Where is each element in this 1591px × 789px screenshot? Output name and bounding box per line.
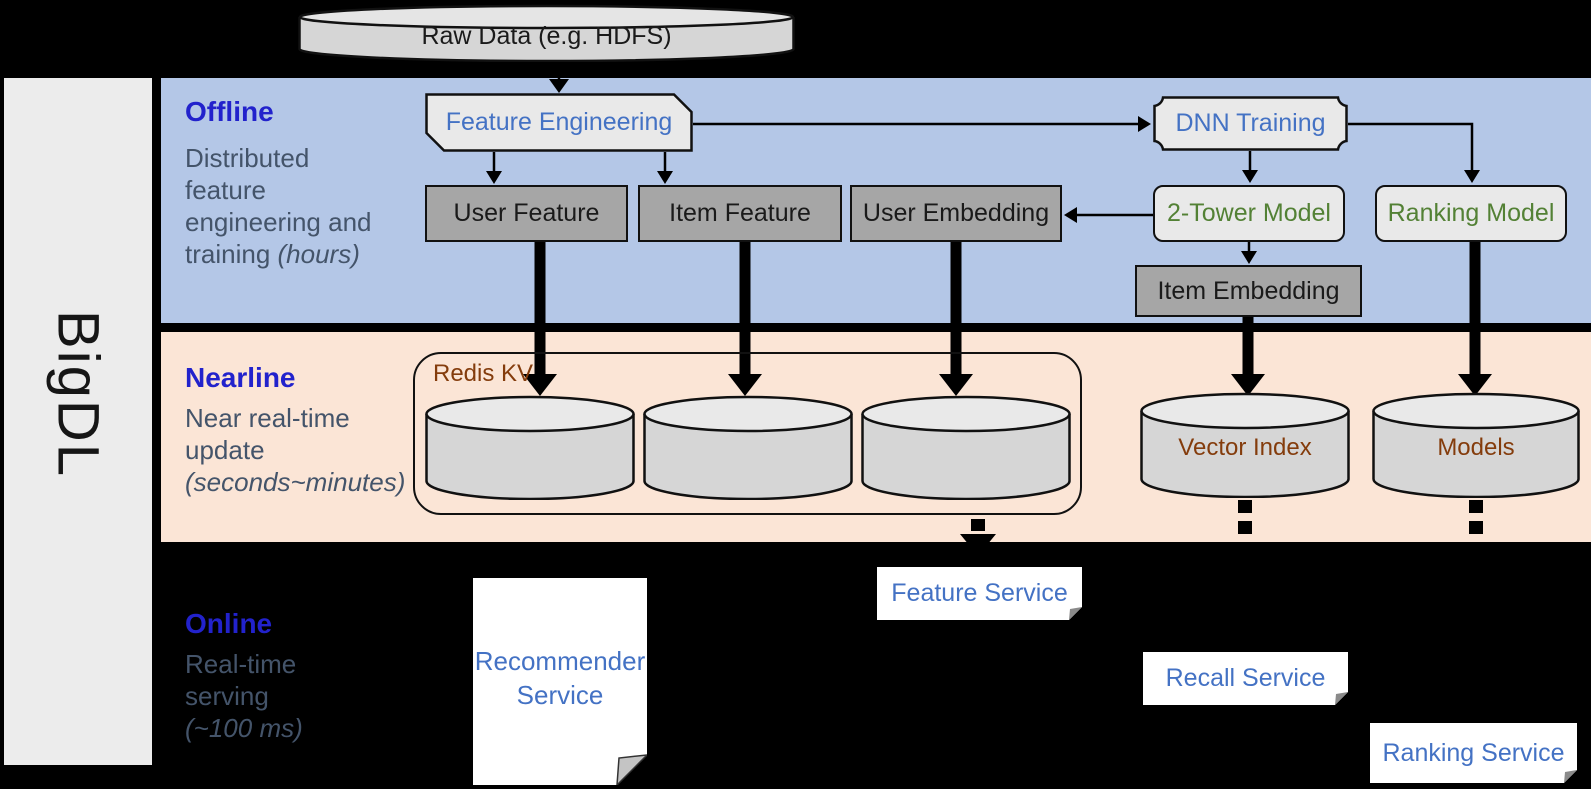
database-cylinder-icon: [643, 395, 853, 500]
vector-index-node: Vector Index: [1140, 392, 1350, 498]
dnn-training-label: DNN Training: [1175, 109, 1326, 137]
ranking-model-node: Ranking Model: [1375, 185, 1567, 242]
document-shape-icon: [473, 578, 647, 785]
database-cylinder-icon: [1372, 392, 1580, 498]
online-description: Real-time serving (~100 ms): [185, 648, 303, 744]
nearline-title: Nearline: [185, 362, 296, 393]
online-title: Online: [185, 608, 273, 639]
feature-service-node: Feature Service: [877, 567, 1082, 620]
feature-engineering-label: Feature Engineering: [445, 108, 673, 136]
offline-description: Distributed feature engineering and trai…: [185, 142, 372, 270]
bigdl-logo-text: BigDL: [45, 310, 111, 479]
feature-engineering-node: Feature Engineering: [425, 93, 693, 152]
document-shape-icon: [1370, 723, 1577, 783]
recall-service-label: Recall Service: [1165, 664, 1326, 692]
vector-index-label: Vector Index: [1178, 434, 1312, 461]
item-embedding-node: Item Embedding: [1135, 265, 1362, 317]
redis-kv-label: Redis KV: [433, 360, 534, 387]
user-feature-node: User Feature: [425, 185, 628, 242]
card-shape-icon: [425, 93, 693, 152]
plaque-shape-icon: [1153, 96, 1348, 151]
two-tower-model-node: 2-Tower Model: [1153, 185, 1345, 242]
nearline-desc-line: (seconds~minutes): [185, 467, 406, 497]
nearline-desc-line: update: [185, 435, 265, 465]
document-shape-icon: [1143, 652, 1348, 705]
online-desc-line: (~100 ms): [185, 713, 303, 743]
redis-shard-cylinder: [861, 395, 1071, 500]
offline-desc-line: Distributed: [185, 143, 310, 173]
raw-data-label: Raw Data (e.g. HDFS): [421, 21, 672, 50]
offline-title: Offline: [185, 96, 274, 127]
redis-shard-cylinder: [425, 395, 635, 500]
redis-shard-cylinder: [643, 395, 853, 500]
recall-service-node: Recall Service: [1143, 652, 1348, 705]
user-embedding-node: User Embedding: [850, 185, 1062, 242]
recommender-service-label: Recommender Service: [474, 646, 646, 710]
database-cylinder-icon: [425, 395, 635, 500]
dnn-training-node: DNN Training: [1153, 96, 1348, 151]
redis-kv-container: [413, 352, 1082, 515]
models-node: Models: [1372, 392, 1580, 498]
offline-desc-line: training (hours): [185, 239, 360, 269]
feature-service-label: Feature Service: [891, 579, 1068, 607]
offline-desc-line: engineering and: [185, 207, 372, 237]
database-cylinder-icon: [298, 4, 795, 62]
item-feature-node: Item Feature: [638, 185, 842, 242]
online-desc-line: Real-time: [185, 649, 297, 679]
ranking-service-label: Ranking Service: [1382, 738, 1565, 767]
raw-data-cylinder: Raw Data (e.g. HDFS): [298, 4, 795, 62]
bigdl-sidebar: BigDL: [4, 78, 152, 765]
document-shape-icon: [877, 567, 1082, 620]
database-cylinder-icon: [1140, 392, 1350, 498]
database-cylinder-icon: [861, 395, 1071, 500]
nearline-description: Near real-time update (seconds~minutes): [185, 402, 405, 498]
ranking-service-node: Ranking Service: [1370, 723, 1577, 783]
models-label: Models: [1437, 434, 1515, 461]
recommender-service-node: Recommender Service: [473, 578, 647, 785]
offline-desc-line: feature: [185, 175, 266, 205]
nearline-desc-line: Near real-time: [185, 403, 350, 433]
online-desc-line: serving: [185, 681, 269, 711]
